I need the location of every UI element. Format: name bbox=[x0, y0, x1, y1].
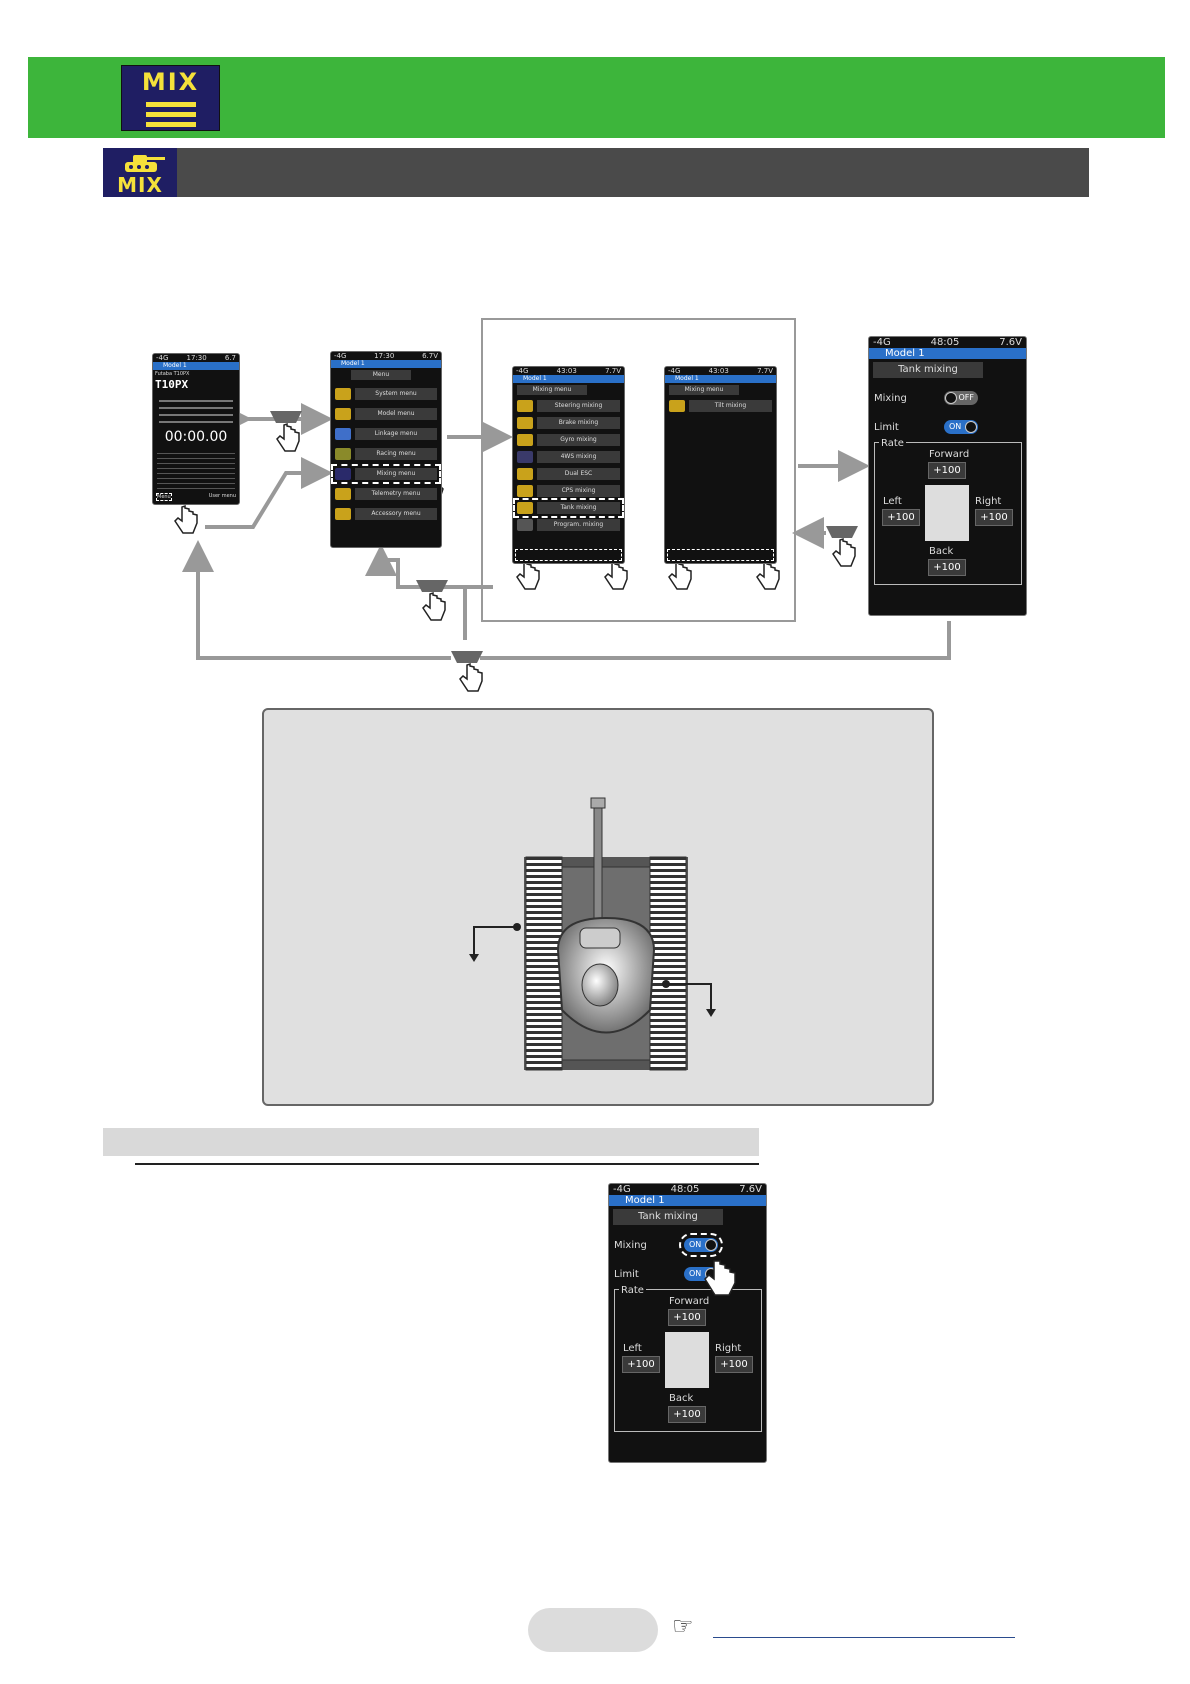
mix-item-program[interactable]: Program. mixing bbox=[517, 519, 620, 531]
rate-box bbox=[874, 442, 1022, 585]
menu-item-accessory[interactable]: Accessory menu bbox=[335, 508, 437, 520]
mixing-toggle[interactable]: ON bbox=[679, 1233, 723, 1257]
forward-rate-value[interactable]: +100 bbox=[928, 462, 966, 479]
tank-thumbnail-icon bbox=[925, 485, 969, 541]
t10px-logo: T10PX bbox=[155, 378, 189, 391]
mix-logo-text: MIX bbox=[141, 68, 200, 96]
right-rate-value[interactable]: +100 bbox=[715, 1356, 753, 1373]
back-rate-value[interactable]: +100 bbox=[928, 559, 966, 576]
tank-mix-icon: MIX bbox=[103, 148, 177, 197]
menu-item-mixing[interactable]: Mixing menu bbox=[331, 464, 441, 484]
menu-item-racing[interactable]: Racing menu bbox=[335, 448, 437, 460]
mixing-toggle[interactable]: OFF bbox=[944, 391, 978, 405]
section-header-bar bbox=[103, 148, 1089, 197]
page-number-pill bbox=[528, 1608, 658, 1652]
left-rate-value[interactable]: +100 bbox=[882, 509, 920, 526]
mix-item-brake[interactable]: Brake mixing bbox=[517, 417, 620, 429]
tank-icon-text: MIX bbox=[117, 173, 163, 197]
mix-item-tank[interactable]: Tank mixing bbox=[513, 498, 624, 518]
right-rate-value[interactable]: +100 bbox=[975, 509, 1013, 526]
reference-link-line bbox=[713, 1637, 1015, 1638]
forward-rate-value[interactable]: +100 bbox=[668, 1309, 706, 1326]
mix-item-4ws[interactable]: 4WS mixing bbox=[517, 451, 620, 463]
mix-item-cps[interactable]: CPS mixing bbox=[517, 485, 620, 497]
left-rate-value[interactable]: +100 bbox=[622, 1356, 660, 1373]
tank-thumbnail-icon bbox=[665, 1332, 709, 1388]
finger-tap-icon bbox=[704, 1260, 736, 1296]
mix-item-steering[interactable]: Steering mixing bbox=[517, 400, 620, 412]
pointing-hand-icon: ☞ bbox=[672, 1612, 694, 1640]
mix-item-tilt[interactable]: Tilt mixing bbox=[669, 400, 772, 412]
mix-item-dual-esc[interactable]: Dual ESC bbox=[517, 468, 620, 480]
tank-illustration bbox=[469, 797, 716, 1071]
key-button-icons bbox=[270, 411, 858, 663]
tank-diagram-panel bbox=[262, 708, 934, 1106]
model-name: Model 1 bbox=[153, 362, 239, 370]
menu-softkey[interactable]: Menu bbox=[156, 493, 172, 501]
page-nav-bar[interactable] bbox=[667, 549, 774, 561]
timer-display: 00:00.00 bbox=[164, 429, 228, 445]
setting-subheading-bar bbox=[103, 1128, 759, 1156]
screen-title: Tank mixing bbox=[873, 362, 983, 378]
mix-chapter-icon: MIX bbox=[121, 65, 220, 131]
menu-item-telemetry[interactable]: Telemetry menu bbox=[335, 488, 437, 500]
limit-toggle[interactable]: ON bbox=[944, 420, 978, 434]
subheading-underline bbox=[135, 1163, 759, 1165]
menu-item-model[interactable]: Model menu bbox=[335, 408, 437, 420]
user-menu-softkey[interactable]: User menu bbox=[208, 493, 236, 499]
back-rate-value[interactable]: +100 bbox=[668, 1406, 706, 1423]
menu-item-linkage[interactable]: Linkage menu bbox=[335, 428, 437, 440]
page-nav-bar[interactable] bbox=[515, 549, 622, 561]
menu-item-system[interactable]: System menu bbox=[335, 388, 437, 400]
mix-item-gyro[interactable]: Gyro mixing bbox=[517, 434, 620, 446]
